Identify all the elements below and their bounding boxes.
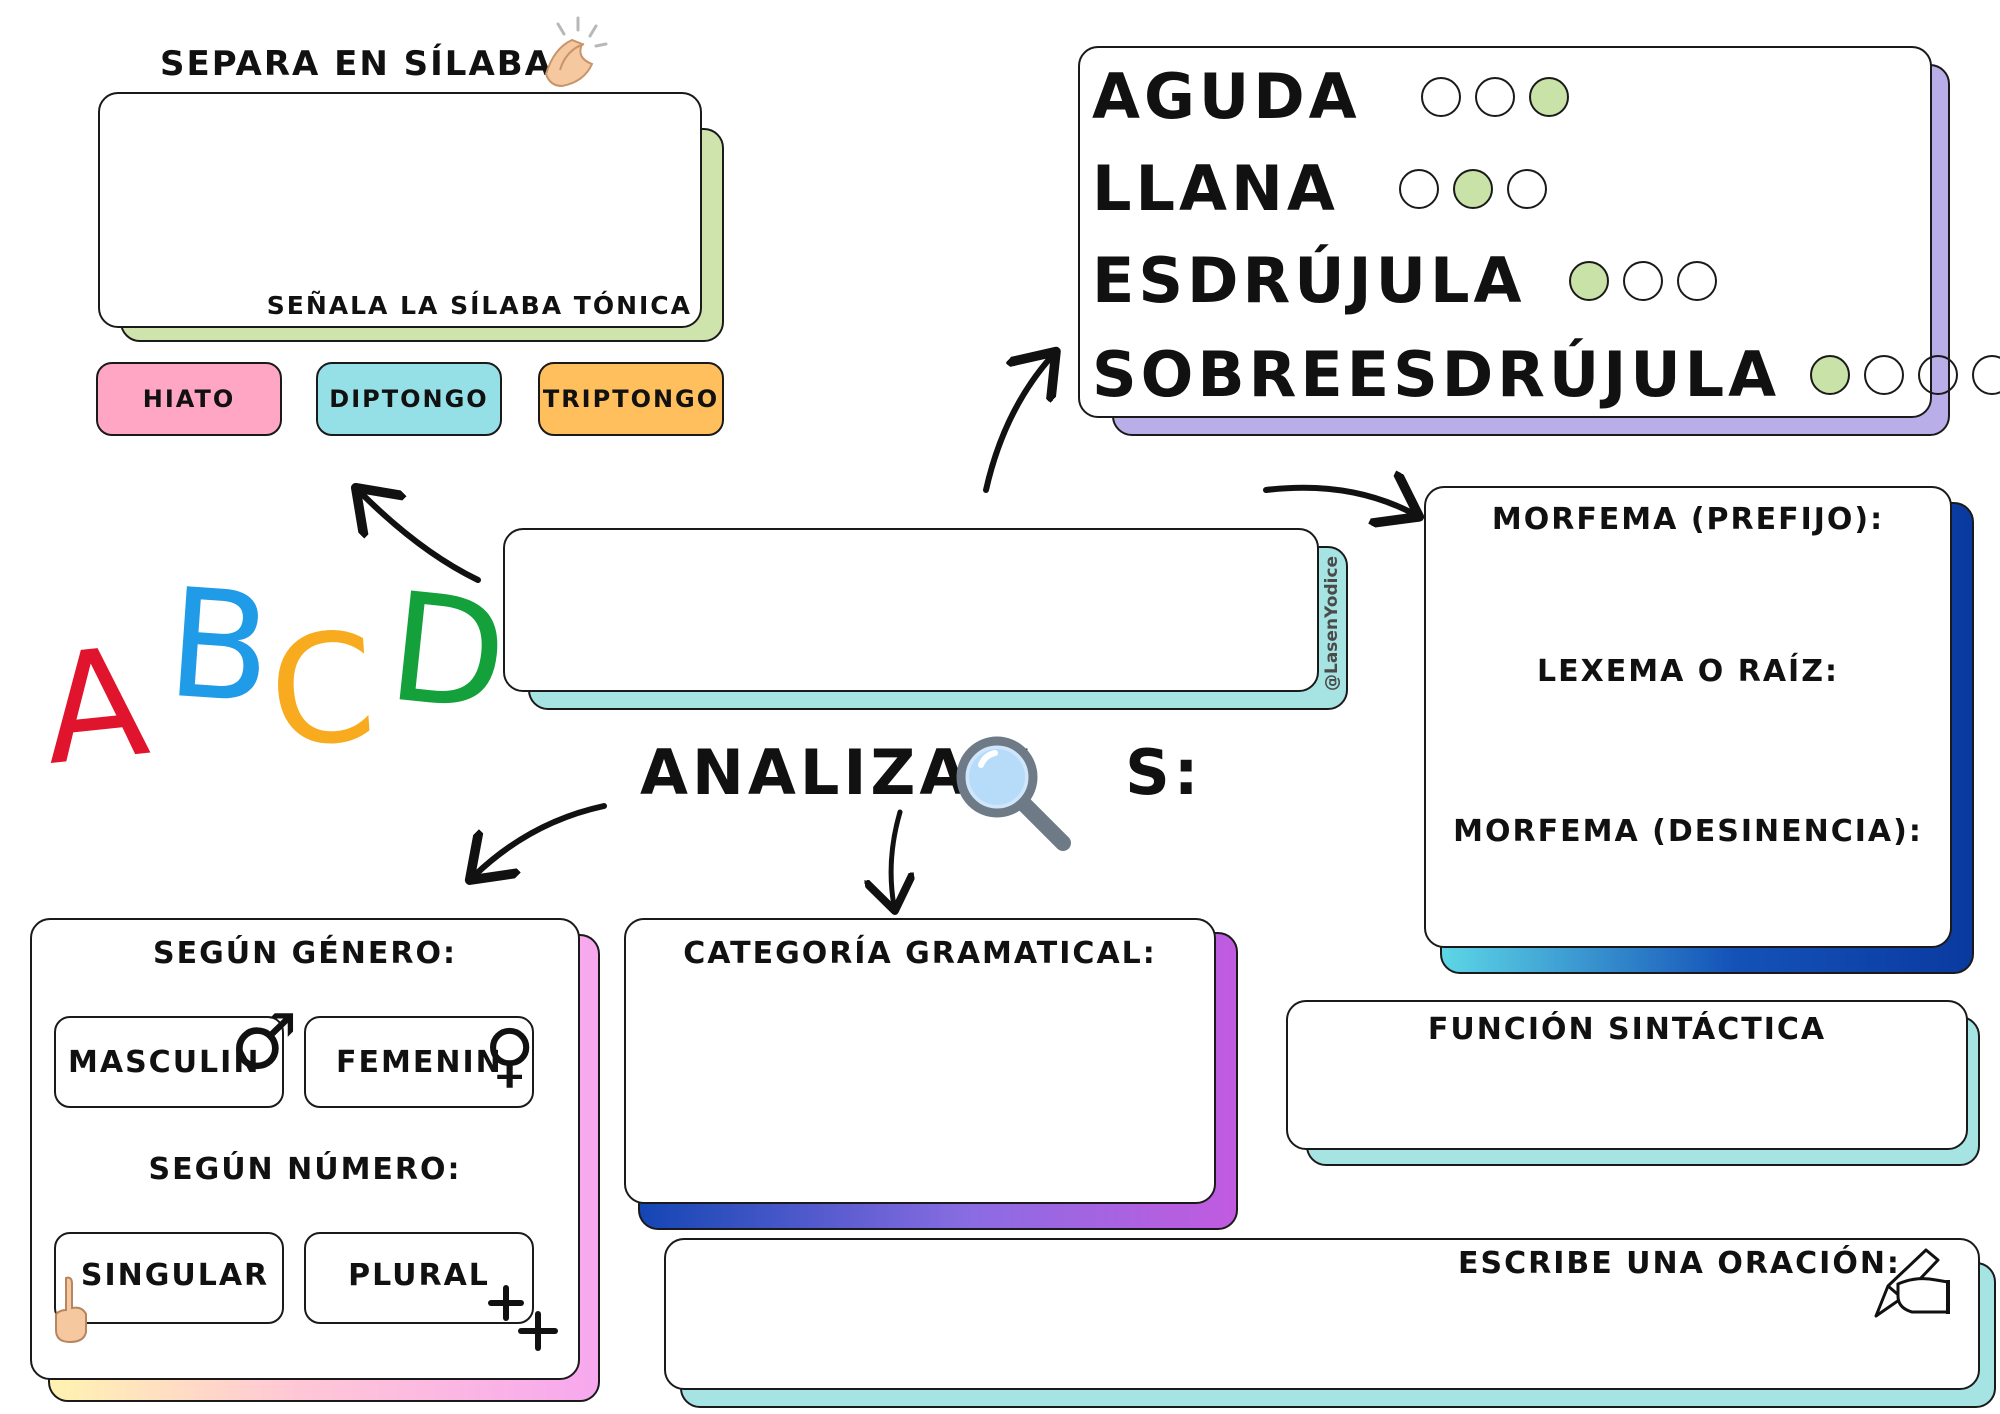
- plural-button[interactable]: PLURAL: [304, 1232, 534, 1324]
- plural-label: PLURAL: [348, 1258, 490, 1293]
- llana-label: LLANA: [1092, 152, 1339, 225]
- sobreesdrujula-label: SOBREESDRÚJULA: [1092, 338, 1781, 411]
- aguda-label: AGUDA: [1092, 60, 1361, 133]
- syllable-circle[interactable]: [1506, 168, 1547, 209]
- female-symbol-icon: ♀: [484, 1014, 536, 1096]
- function-card[interactable]: FUNCIÓN SINTÁCTICA: [1286, 1000, 1968, 1150]
- tonic-syllable-label: SEÑALA LA SÍLABA TÓNICA: [266, 291, 692, 320]
- plus-signs-icon: [488, 1285, 558, 1351]
- word-input-card[interactable]: [503, 528, 1319, 692]
- male-symbol-icon: ♂: [230, 997, 299, 1086]
- accent-row-sobreesdrujula: SOBREESDRÚJULA: [1092, 338, 2000, 411]
- sentence-card[interactable]: ESCRIBE UNA ORACIÓN:: [664, 1238, 1980, 1390]
- category-title: CATEGORÍA GRAMATICAL:: [683, 936, 1157, 971]
- syllable-circle-highlighted[interactable]: [1528, 76, 1569, 117]
- singular-button[interactable]: SINGULAR: [54, 1232, 284, 1324]
- clapping-hands-icon: [544, 16, 608, 88]
- gender-title: SEGÚN GÉNERO:: [153, 936, 457, 971]
- hiato-button[interactable]: HIATO: [96, 362, 282, 436]
- writing-hand-icon: [1874, 1248, 1950, 1318]
- triptongo-button[interactable]: TRIPTONGO: [538, 362, 724, 436]
- syllable-circle[interactable]: [1864, 354, 1905, 395]
- syllable-circle-highlighted[interactable]: [1569, 260, 1610, 301]
- accent-row-aguda: AGUDA: [1092, 60, 1583, 133]
- syllable-circle-highlighted[interactable]: [1452, 168, 1493, 209]
- number-title: SEGÚN NÚMERO:: [148, 1152, 462, 1187]
- syllable-circle[interactable]: [1972, 354, 2000, 395]
- syllable-circle[interactable]: [1398, 168, 1439, 209]
- syllable-circle-highlighted[interactable]: [1810, 354, 1851, 395]
- prefix-label: MORFEMA (PREFIJO):: [1491, 502, 1885, 537]
- suffix-label: MORFEMA (DESINENCIA):: [1453, 814, 1923, 849]
- gender-number-card: SEGÚN GÉNERO: MASCULIN ♂ FEMENIN ♀ SEGÚN…: [30, 918, 580, 1380]
- accent-card: AGUDA LLANA ESDRÚJULA SOBREESDRÚJULA: [1078, 46, 2000, 418]
- accent-row-esdrujula: ESDRÚJULA: [1092, 244, 1731, 317]
- feminine-label: FEMENIN: [336, 1044, 503, 1080]
- syllables-card[interactable]: SEÑALA LA SÍLABA TÓNICA: [98, 92, 702, 328]
- analyze-title-right: S:: [1125, 736, 1203, 809]
- syllable-circle[interactable]: [1677, 260, 1718, 301]
- syllable-circle[interactable]: [1420, 76, 1461, 117]
- magnifying-glass-icon: [956, 736, 1071, 851]
- syllable-circle[interactable]: [1623, 260, 1664, 301]
- category-card[interactable]: CATEGORÍA GRAMATICAL:: [624, 918, 1216, 1204]
- function-title: FUNCIÓN SINTÁCTICA: [1427, 1012, 1827, 1047]
- morphology-card: MORFEMA (PREFIJO): LEXEMA O RAÍZ: MORFEM…: [1424, 486, 1952, 948]
- syllables-title: SEPARA EN SÍLABAS: [160, 44, 580, 84]
- syllable-circle[interactable]: [1918, 354, 1959, 395]
- feminine-button[interactable]: FEMENIN: [304, 1016, 534, 1108]
- root-label: LEXEMA O RAÍZ:: [1537, 654, 1839, 689]
- esdrujula-label: ESDRÚJULA: [1092, 244, 1526, 317]
- pointing-finger-icon: [55, 1276, 87, 1344]
- accent-row-llana: LLANA: [1092, 152, 1561, 225]
- sentence-title: ESCRIBE UNA ORACIÓN:: [1458, 1246, 1901, 1281]
- masculine-button[interactable]: MASCULIN: [54, 1016, 284, 1108]
- singular-label: SINGULAR: [80, 1258, 270, 1293]
- masculine-label: MASCULIN: [68, 1044, 261, 1080]
- syllable-circle[interactable]: [1474, 76, 1515, 117]
- diptongo-button[interactable]: DIPTONGO: [316, 362, 502, 436]
